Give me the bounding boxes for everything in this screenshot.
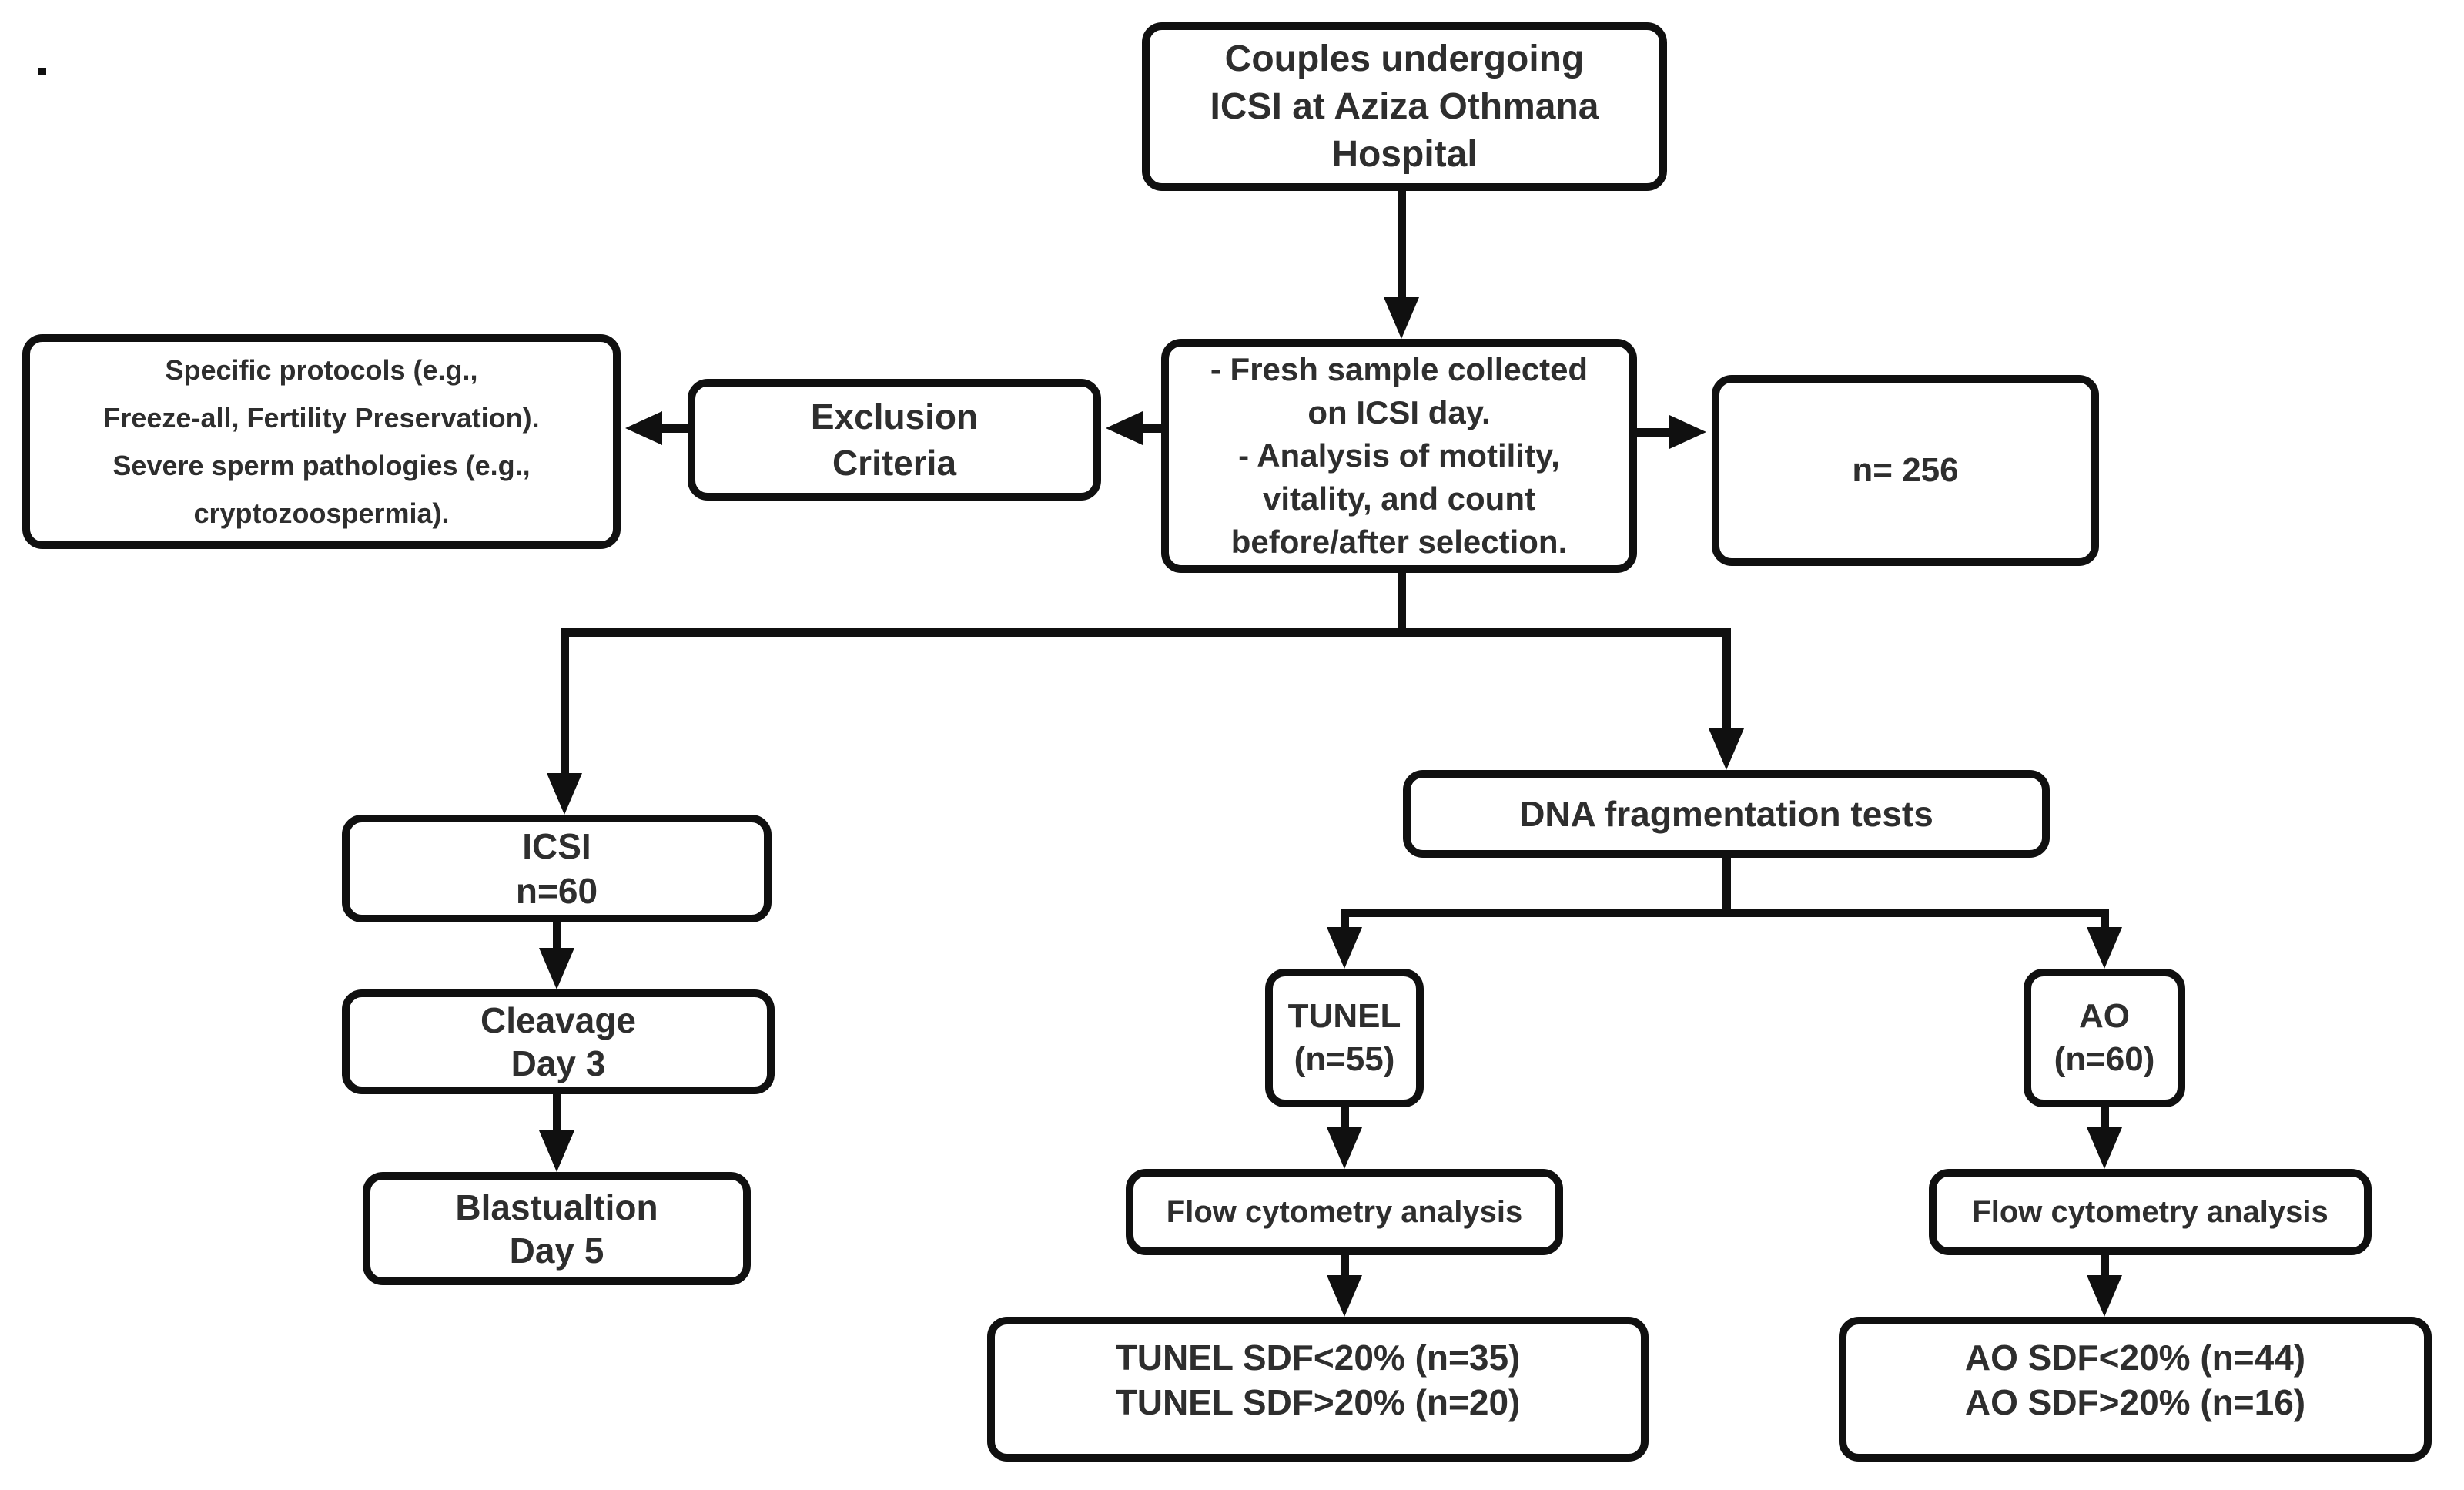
edge-fresh-to-n256-line <box>1637 428 1671 437</box>
edge-flow-to-ao-sdf-line <box>2101 1255 2109 1278</box>
edge-exclusion-to-specific-line <box>662 424 689 433</box>
edge-split-to-ao-line <box>2101 909 2109 932</box>
node-cleavage-day3: Cleavage Day 3 <box>342 989 775 1094</box>
edge-fresh-split-line <box>561 628 1731 637</box>
edge-exclusion-to-specific-arrowhead <box>625 411 662 445</box>
edge-tunel-to-flow-line <box>1341 1107 1349 1132</box>
node-dna-fragmentation-tests: DNA fragmentation tests <box>1403 770 2050 858</box>
edge-split-to-icsi-line <box>561 628 569 776</box>
edge-fresh-to-exclusion-arrowhead <box>1106 411 1143 445</box>
node-sample-size-n256: n= 256 <box>1712 375 2099 566</box>
edge-icsi-to-cleavage-arrowhead <box>539 948 574 989</box>
edge-flow-to-tunel-sdf-line <box>1341 1255 1349 1278</box>
stray-dot-mark <box>38 68 46 75</box>
node-blastulation-day5: Blastualtion Day 5 <box>363 1172 751 1285</box>
edge-couples-to-fresh-line <box>1398 191 1406 297</box>
edge-flow-to-ao-sdf-arrowhead <box>2087 1275 2122 1317</box>
edge-cleavage-to-blast-arrowhead <box>539 1130 574 1172</box>
edge-fresh-to-n256-arrowhead <box>1669 415 1706 449</box>
node-ao-sdf-results: AO SDF<20% (n=44) AO SDF>20% (n=16) <box>1839 1317 2432 1462</box>
edge-split-to-tunel-arrowhead <box>1327 927 1362 969</box>
node-ao-n60: AO (n=60) <box>2024 969 2185 1107</box>
edge-fresh-to-exclusion-line <box>1143 424 1163 433</box>
edge-ao-to-flow-line <box>2101 1107 2109 1132</box>
edge-ao-to-flow-arrowhead <box>2087 1127 2122 1169</box>
node-specific-protocols: Specific protocols (e.g., Freeze-all, Fe… <box>22 334 621 549</box>
edge-dna-trunk-line <box>1722 858 1731 913</box>
node-flow-cytometry-tunel: Flow cytometry analysis <box>1126 1169 1563 1255</box>
edge-tunel-to-flow-arrowhead <box>1327 1127 1362 1169</box>
edge-cleavage-to-blast-line <box>553 1094 561 1133</box>
edge-couples-to-fresh-arrowhead <box>1384 297 1419 339</box>
node-exclusion-criteria: Exclusion Criteria <box>688 379 1101 501</box>
edge-icsi-to-cleavage-line <box>553 922 561 951</box>
node-flow-cytometry-ao: Flow cytometry analysis <box>1929 1169 2372 1255</box>
node-icsi-n60: ICSI n=60 <box>342 815 772 922</box>
node-fresh-sample-analysis: - Fresh sample collected on ICSI day. - … <box>1161 339 1637 573</box>
node-tunel-n55: TUNEL (n=55) <box>1265 969 1424 1107</box>
node-couples-undergoing-icsi: Couples undergoing ICSI at Aziza Othmana… <box>1142 22 1667 191</box>
edge-flow-to-tunel-sdf-arrowhead <box>1327 1275 1362 1317</box>
edge-split-to-ao-arrowhead <box>2087 927 2122 969</box>
edge-dna-split-line <box>1341 909 2109 917</box>
edge-split-to-dna-line <box>1722 628 1731 744</box>
edge-split-to-dna-arrowhead <box>1709 728 1744 770</box>
node-tunel-sdf-results: TUNEL SDF<20% (n=35) TUNEL SDF>20% (n=20… <box>987 1317 1649 1462</box>
edge-split-to-tunel-line <box>1341 909 1349 932</box>
edge-fresh-trunk-line <box>1398 573 1406 637</box>
edge-split-to-icsi-arrowhead <box>547 773 582 815</box>
